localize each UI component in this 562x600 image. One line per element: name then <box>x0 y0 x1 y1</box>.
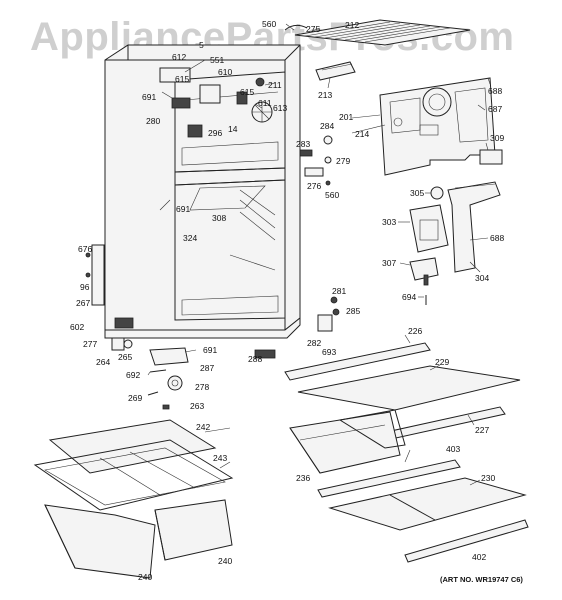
label-693: 693 <box>322 347 336 357</box>
label-304: 304 <box>475 273 489 283</box>
label-611: 611 <box>258 98 272 108</box>
label-240-left: 240 <box>138 572 152 582</box>
label-285: 285 <box>346 306 360 316</box>
crisper-cover-parts <box>254 296 529 563</box>
label-240-right: 240 <box>218 556 232 566</box>
label-280: 280 <box>146 116 160 126</box>
label-691-b: 691 <box>176 204 190 214</box>
label-263: 263 <box>190 401 204 411</box>
label-324: 324 <box>183 233 197 243</box>
label-691-c: 691 <box>203 345 217 355</box>
label-264: 264 <box>96 357 110 367</box>
label-551: 551 <box>210 55 224 65</box>
label-303: 303 <box>382 217 396 227</box>
label-265: 265 <box>118 352 132 362</box>
label-288: 288 <box>248 354 262 364</box>
label-211: 211 <box>268 80 282 90</box>
label-402: 402 <box>472 552 486 562</box>
label-676: 676 <box>78 244 92 254</box>
label-5: 5 <box>199 40 204 50</box>
label-613: 613 <box>273 103 287 113</box>
label-242: 242 <box>196 422 210 432</box>
label-691-a: 691 <box>142 92 156 102</box>
label-212: 212 <box>345 20 359 30</box>
label-213: 213 <box>318 90 332 100</box>
label-14: 14 <box>228 124 238 134</box>
label-267: 267 <box>76 298 90 308</box>
label-276: 276 <box>307 181 321 191</box>
label-284: 284 <box>320 121 334 131</box>
label-694: 694 <box>402 292 416 302</box>
freezer-controls <box>159 67 273 138</box>
label-283: 283 <box>296 139 310 149</box>
label-610: 610 <box>218 67 232 77</box>
label-296: 296 <box>208 128 222 138</box>
label-282: 282 <box>307 338 321 348</box>
label-229: 229 <box>435 357 449 367</box>
label-277: 277 <box>83 339 97 349</box>
label-308: 308 <box>212 213 226 223</box>
label-230: 230 <box>481 473 495 483</box>
label-275: 275 <box>306 24 320 34</box>
label-309: 309 <box>490 133 504 143</box>
label-243: 243 <box>213 453 227 463</box>
leader-lines <box>147 23 491 486</box>
label-602: 602 <box>70 322 84 332</box>
side-parts <box>85 244 189 410</box>
label-236: 236 <box>296 473 310 483</box>
label-281: 281 <box>332 286 346 296</box>
label-96: 96 <box>80 282 90 292</box>
label-201: 201 <box>339 112 353 122</box>
label-615-a: 615 <box>175 74 189 84</box>
label-560-top: 560 <box>262 19 276 29</box>
label-269: 269 <box>128 393 142 403</box>
part-labels: 560 275 212 612 5 551 615 610 691 211 61… <box>70 19 523 584</box>
label-612: 612 <box>172 52 186 62</box>
crisper-pans <box>33 419 234 579</box>
label-307: 307 <box>382 258 396 268</box>
label-214: 214 <box>355 129 369 139</box>
label-560-b: 560 <box>325 190 339 200</box>
art-number: (ART NO. WR19747 C6) <box>440 575 523 584</box>
label-687: 687 <box>488 104 502 114</box>
label-403: 403 <box>446 444 460 454</box>
label-227: 227 <box>475 425 489 435</box>
label-287: 287 <box>200 363 214 373</box>
label-692: 692 <box>126 370 140 380</box>
label-226: 226 <box>408 326 422 336</box>
refrigerator-cabinet <box>104 44 301 339</box>
label-279: 279 <box>336 156 350 166</box>
label-688-a: 688 <box>488 86 502 96</box>
label-278: 278 <box>195 382 209 392</box>
evaporator-cover-parts <box>284 19 503 305</box>
label-615-b: 615 <box>240 87 254 97</box>
label-688-b: 688 <box>490 233 504 243</box>
label-305: 305 <box>410 188 424 198</box>
